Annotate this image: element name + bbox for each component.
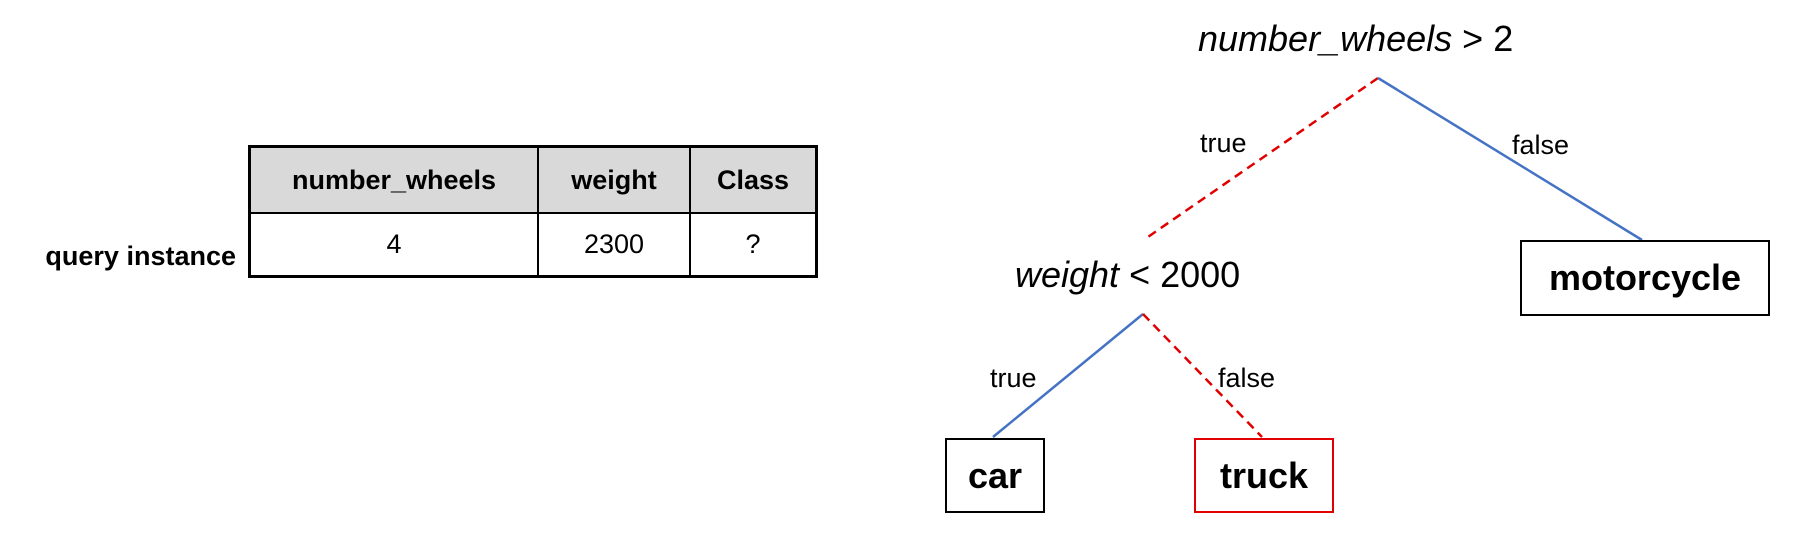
query-table-row: 4 2300 ? bbox=[248, 212, 818, 278]
internal-test-node: weight < 2000 bbox=[1015, 254, 1240, 296]
root-condition: > 2 bbox=[1462, 18, 1514, 59]
internal-true-label: true bbox=[990, 363, 1037, 393]
internal-condition: < 2000 bbox=[1129, 254, 1241, 295]
query-table-header-row: number_wheels weight Class bbox=[248, 145, 818, 214]
leaf-motorcycle: motorcycle bbox=[1520, 240, 1770, 316]
edge-root-true bbox=[1144, 76, 1379, 241]
internal-feature: weight bbox=[1015, 254, 1120, 295]
edge-internal-true bbox=[992, 313, 1144, 438]
header-class: Class bbox=[689, 145, 818, 214]
header-weight: weight bbox=[537, 145, 691, 214]
leaf-car: car bbox=[945, 438, 1045, 513]
cell-weight: 2300 bbox=[537, 212, 691, 278]
root-true-label: true bbox=[1200, 128, 1247, 158]
edge-internal-false bbox=[1142, 313, 1263, 438]
root-false-label: false bbox=[1512, 130, 1570, 160]
leaf-truck: truck bbox=[1194, 438, 1334, 513]
internal-false-label: false bbox=[1218, 363, 1276, 393]
cell-class: ? bbox=[689, 212, 818, 278]
cell-number-wheels: 4 bbox=[248, 212, 539, 278]
root-feature: number_wheels bbox=[1198, 18, 1453, 59]
edge-root-false bbox=[1377, 76, 1643, 242]
root-test-node: number_wheels > 2 bbox=[1198, 18, 1513, 60]
header-number-wheels: number_wheels bbox=[248, 145, 539, 214]
query-table: number_wheels weight Class 4 2300 ? bbox=[248, 145, 818, 278]
query-instance-label: query instance bbox=[45, 240, 236, 271]
